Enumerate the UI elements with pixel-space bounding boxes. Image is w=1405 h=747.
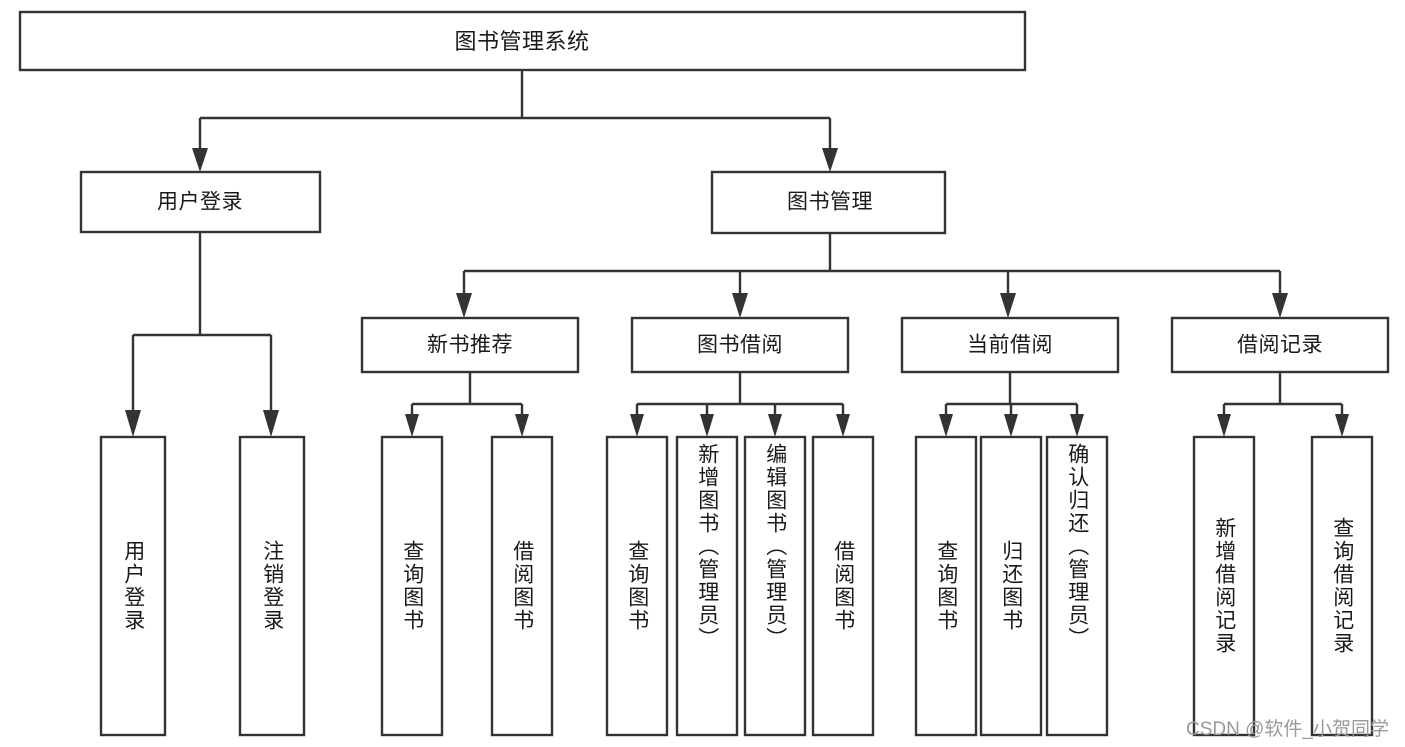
arrow-to-leaf-query-book-a	[405, 414, 419, 437]
leaf-box-return-book[interactable]	[979, 435, 1043, 737]
user-login-node-label: 用户登录	[157, 191, 243, 214]
current-borrow-node-box[interactable]	[900, 316, 1120, 374]
arrow-to-leaf-query-book-b	[630, 414, 644, 437]
arrow-to-current-borrow	[1000, 293, 1016, 318]
root-node-label: 图书管理系统	[454, 29, 589, 54]
arrow-to-leaf-add-book	[700, 414, 714, 437]
connectors-group	[125, 70, 1349, 437]
arrow-to-book-borrow	[732, 293, 748, 318]
book-borrow-node-box[interactable]	[630, 316, 850, 374]
arrow-to-leaf-query-book-c	[939, 414, 953, 437]
leaf-boxes-group	[99, 435, 1374, 737]
leaf-box-borrow-book-b[interactable]	[811, 435, 875, 737]
user-login-node-box[interactable]	[79, 170, 322, 234]
leaf-box-add-book[interactable]	[675, 435, 739, 737]
node-current-borrow[interactable]: 当前借阅	[900, 316, 1120, 374]
new-book-recommend-node-box[interactable]	[360, 316, 580, 374]
node-root-book-management-system[interactable]: 图书管理系统	[18, 10, 1027, 72]
arrow-to-leaf-confirm-return	[1070, 414, 1084, 437]
node-new-book-recommend[interactable]: 新书推荐	[360, 316, 580, 374]
arrow-to-new-book-recommend	[456, 293, 472, 318]
arrow-to-leaf-return-book	[1004, 414, 1018, 437]
book-management-node-label: 图书管理	[787, 191, 873, 214]
arrow-to-leaf-add-record	[1217, 414, 1231, 437]
book-borrow-node-label: 图书借阅	[697, 334, 783, 357]
arrow-to-leaf-edit-book	[768, 414, 782, 437]
book-management-node-box[interactable]	[710, 170, 947, 235]
arrow-to-leaf-borrow-book-b	[836, 414, 850, 437]
arrow-to-leaf-user-login	[125, 410, 141, 437]
leaf-box-borrow-book-a[interactable]	[490, 435, 554, 737]
leaf-box-add-record[interactable]	[1192, 435, 1256, 737]
node-borrow-record[interactable]: 借阅记录	[1170, 316, 1390, 374]
node-user-login[interactable]: 用户登录	[79, 170, 322, 234]
leaf-box-query-book-c[interactable]	[914, 435, 978, 737]
leaf-box-user-login[interactable]	[99, 435, 167, 737]
borrow-record-node-label: 借阅记录	[1237, 334, 1323, 357]
root-node-box[interactable]	[18, 10, 1027, 72]
leaf-box-query-book-b[interactable]	[605, 435, 669, 737]
node-book-management[interactable]: 图书管理	[710, 170, 947, 235]
arrow-to-leaf-borrow-book-a	[515, 414, 529, 437]
arrow-to-leaf-query-record	[1335, 414, 1349, 437]
csdn-watermark: CSDN @软件_小贺同学	[1186, 719, 1389, 740]
leaf-box-edit-book[interactable]	[743, 435, 807, 737]
node-book-borrow[interactable]: 图书借阅	[630, 316, 850, 374]
leaf-box-query-record[interactable]	[1310, 435, 1374, 737]
arrow-to-book-mgmt	[822, 148, 838, 172]
leaf-box-confirm-return[interactable]	[1045, 435, 1109, 737]
arrow-to-user-login	[192, 148, 208, 172]
arrow-to-leaf-logout	[263, 410, 279, 437]
borrow-record-node-box[interactable]	[1170, 316, 1390, 374]
new-book-recommend-node-label: 新书推荐	[427, 334, 513, 357]
arrow-to-borrow-record	[1272, 293, 1288, 318]
leaf-box-query-book-a[interactable]	[380, 435, 444, 737]
leaf-box-logout[interactable]	[238, 435, 306, 737]
current-borrow-node-label: 当前借阅	[967, 334, 1053, 357]
